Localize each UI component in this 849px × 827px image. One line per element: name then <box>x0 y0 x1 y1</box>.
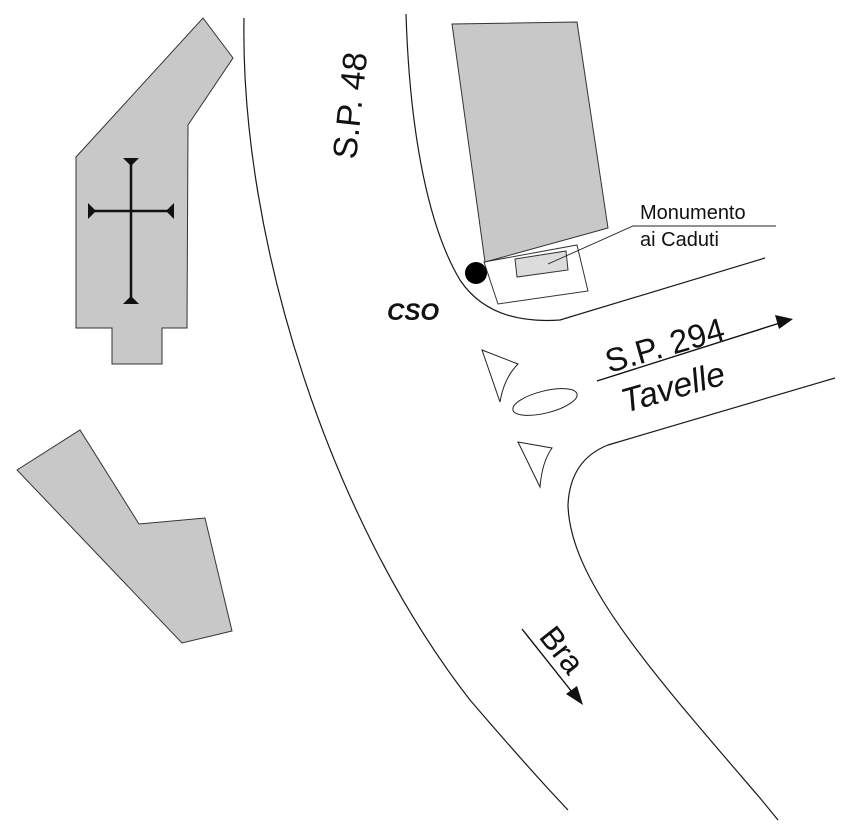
sp48-right-edge-upper <box>405 13 766 322</box>
tavelle-arrow-icon <box>775 315 793 329</box>
sp48-left-edge <box>243 17 569 811</box>
marker-label: CSO <box>387 299 439 326</box>
point-marker-icon <box>465 262 487 284</box>
bra-arrow-icon <box>566 686 583 705</box>
bra-direction-line <box>521 628 577 698</box>
building-lower-left <box>16 429 233 644</box>
building-top-right <box>451 21 609 263</box>
monument-enclosure <box>483 244 589 305</box>
cross-icon <box>88 158 174 304</box>
road-label-sp48: S.P. 48 <box>326 50 375 161</box>
church-building <box>75 17 234 365</box>
traffic-island-lower <box>517 441 553 489</box>
traffic-island-upper <box>481 349 519 403</box>
traffic-island-oval <box>512 388 578 416</box>
monument-leader-line <box>547 225 776 265</box>
tavelle-direction-line <box>596 321 784 382</box>
road-label-bra: Bra <box>532 619 591 681</box>
sp294-lower-edge <box>567 377 836 821</box>
monument <box>514 250 569 278</box>
monument-label-line2: ai Caduti <box>640 229 719 251</box>
monument-label-line1: Monumento <box>640 202 746 224</box>
